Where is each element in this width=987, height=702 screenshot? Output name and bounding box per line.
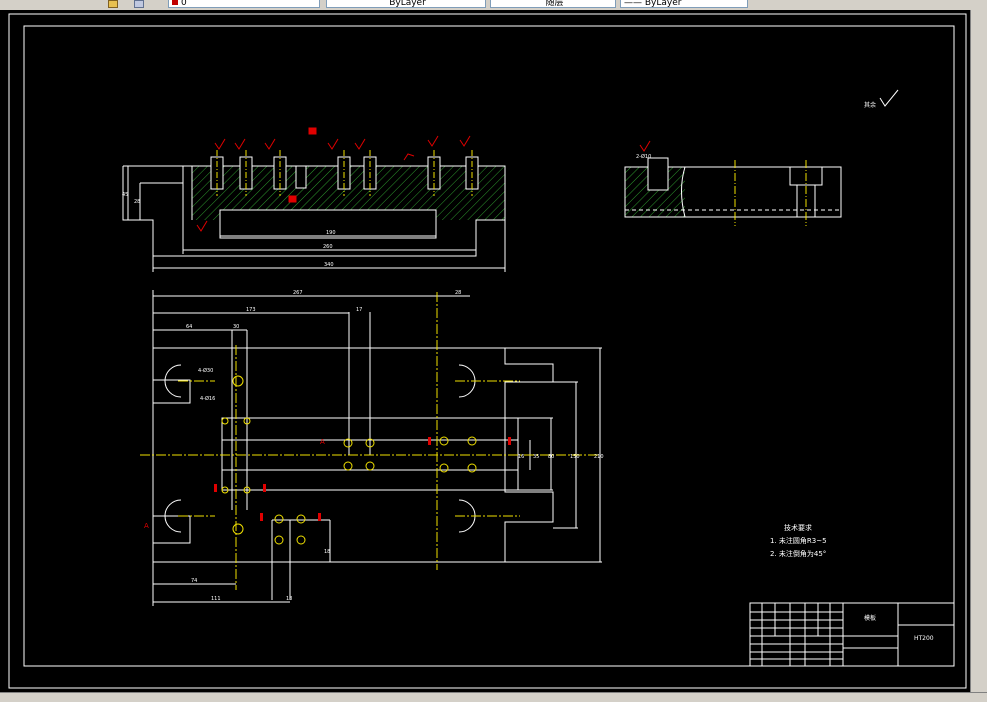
side-hole-label: 2-Ø10 — [636, 153, 651, 160]
dim-plan-v-e: 210 — [594, 454, 604, 460]
dim-plan-hole-callout-b: 4-Ø16 — [200, 395, 215, 402]
dim-plan-bottom-c: 18 — [286, 596, 292, 602]
plan-view — [152, 290, 602, 606]
dim-plan-v-a: 16 — [518, 454, 524, 460]
technical-note-item: 2. 未注倒角为45° — [770, 550, 827, 558]
front-section-view: 340 260 190 45 28 — [122, 127, 651, 272]
lineweight-dropdown[interactable]: —— ByLayer — [620, 0, 748, 8]
drawing-canvas[interactable]: 340 260 190 45 28 2-Ø10 其余 — [0, 10, 970, 692]
technical-notes-heading: 技术要求 — [784, 524, 812, 532]
dim-plan-left-b: 30 — [233, 324, 239, 330]
roughness-symbol: 其余 — [864, 89, 899, 109]
dim-plan-offset-b: 17 — [356, 307, 362, 313]
svg-text:其余: 其余 — [864, 101, 876, 109]
dim-plan-v-b: 35 — [533, 454, 539, 460]
section-marks: A A — [144, 437, 511, 530]
horizontal-scrollbar[interactable] — [0, 692, 987, 702]
dim-height-a: 45 — [122, 192, 128, 198]
plan-holes — [221, 375, 477, 545]
title-part-name: 模板 — [864, 614, 876, 622]
dim-overall-length: 340 — [324, 262, 334, 268]
sheet-border — [8, 13, 967, 689]
layer-dropdown[interactable]: 0 — [168, 0, 320, 8]
cad-drawing: 340 260 190 45 28 2-Ø10 其余 — [8, 13, 967, 689]
technical-note-item: 1. 未注圆角R3~5 — [770, 537, 827, 545]
linetype-dropdown[interactable]: ByLayer — [326, 0, 486, 8]
inner-frame — [23, 25, 955, 667]
dim-plan-hole-callout-a: 4-Ø30 — [198, 367, 213, 374]
dim-plan-span-a: 173 — [246, 307, 256, 313]
dim-plan-bottom-b: 111 — [211, 596, 221, 602]
dim-plan-overall: 267 — [293, 290, 303, 296]
layer-iso-icon[interactable] — [134, 0, 144, 8]
dim-plan-side-c: 18 — [324, 549, 330, 555]
dim-slot-length: 190 — [326, 230, 336, 236]
dim-plan-edge-right: 28 — [455, 290, 461, 296]
svg-text:A: A — [320, 438, 325, 446]
dim-inner-length: 260 — [323, 244, 333, 250]
layer-dropdown-value: 0 — [181, 0, 187, 8]
layer-state-icon[interactable] — [108, 0, 118, 8]
dim-plan-left-a: 64 — [186, 324, 192, 330]
svg-text:A: A — [144, 522, 149, 530]
dim-height-b: 28 — [134, 199, 140, 205]
dim-plan-v-c: 80 — [548, 454, 554, 460]
dim-plan-bottom-a: 74 — [191, 578, 197, 584]
color-dropdown[interactable]: 随层 — [490, 0, 616, 8]
color-dropdown-value: 随层 — [545, 0, 564, 8]
title-material: HT200 — [914, 635, 934, 642]
dim-plan-v-d: 150 — [570, 454, 580, 460]
side-view: 2-Ø10 — [624, 153, 842, 226]
linetype-dropdown-value: ByLayer — [389, 0, 426, 8]
title-block — [749, 602, 955, 667]
technical-notes: 技术要求 1. 未注圆角R3~5 2. 未注倒角为45° — [770, 522, 827, 561]
layer-color-swatch — [172, 0, 178, 5]
vertical-scrollbar[interactable] — [970, 10, 987, 692]
lineweight-dropdown-value: —— ByLayer — [624, 0, 682, 8]
